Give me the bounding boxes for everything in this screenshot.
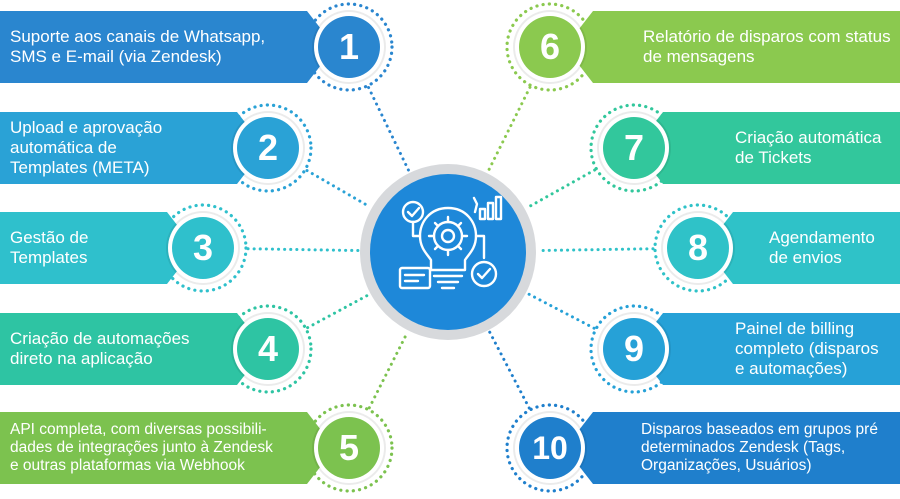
feature-number-10: 10: [519, 417, 581, 479]
connector-8: [536, 247, 655, 253]
feature-label-8: Agendamento de envios: [769, 228, 875, 267]
connector-7: [525, 168, 597, 210]
connector-10: [488, 330, 531, 410]
feature-label-9: Painel de billing completo (disparos e a…: [735, 319, 879, 378]
feature-label-2: Upload e aprovação automática de Templat…: [10, 118, 163, 177]
connector-2: [305, 169, 372, 209]
feature-banner-7: Criação automática de Tickets: [635, 112, 900, 184]
feature-label-10: Disparos baseados em grupos pré determin…: [641, 421, 878, 474]
feature-number-2: 2: [237, 117, 299, 179]
feature-banner-1: Suporte aos canais de Whatsapp, SMS e E-…: [0, 11, 335, 83]
feature-banner-10: Disparos baseados em grupos pré determin…: [565, 412, 900, 484]
feature-label-7: Criação automática de Tickets: [735, 128, 882, 167]
feature-number-5: 5: [318, 417, 380, 479]
feature-number-3: 3: [172, 217, 234, 279]
feature-label-4: Criação de automações direto na aplicaçã…: [10, 329, 190, 368]
gear-lightbulb-automation-icon: [398, 195, 503, 290]
feature-banner-9: Painel de billing completo (disparos e a…: [635, 313, 900, 385]
feature-banner-2: Upload e aprovação automática de Templat…: [0, 112, 265, 184]
feature-banner-4: Criação de automações direto na aplicaçã…: [0, 313, 265, 385]
feature-number-9: 9: [603, 318, 665, 380]
feature-number-4: 4: [237, 318, 299, 380]
feature-number-8: 8: [667, 217, 729, 279]
connector-1: [367, 86, 411, 173]
feature-banner-6: Relatório de disparos com status de mens…: [565, 11, 900, 83]
feature-number-7: 7: [603, 117, 665, 179]
feature-number-1: 1: [318, 16, 380, 78]
center-hub: [370, 174, 526, 330]
feature-label-3: Gestão de Templates: [10, 228, 89, 267]
feature-label-5: API completa, com diversas possibili-dad…: [10, 421, 273, 474]
connector-5: [367, 330, 409, 410]
feature-banner-5: API completa, com diversas possibili-dad…: [0, 412, 335, 484]
feature-banner-3: Gestão de Templates: [0, 212, 195, 284]
connector-4: [306, 293, 371, 330]
feature-label-6: Relatório de disparos com status de mens…: [643, 27, 891, 66]
feature-label-1: Suporte aos canais de Whatsapp, SMS e E-…: [10, 27, 266, 66]
connector-9: [526, 292, 596, 330]
connector-6: [486, 85, 532, 173]
connector-3: [246, 247, 360, 253]
feature-banner-8: Agendamento de envios: [705, 212, 900, 284]
feature-number-6: 6: [519, 16, 581, 78]
